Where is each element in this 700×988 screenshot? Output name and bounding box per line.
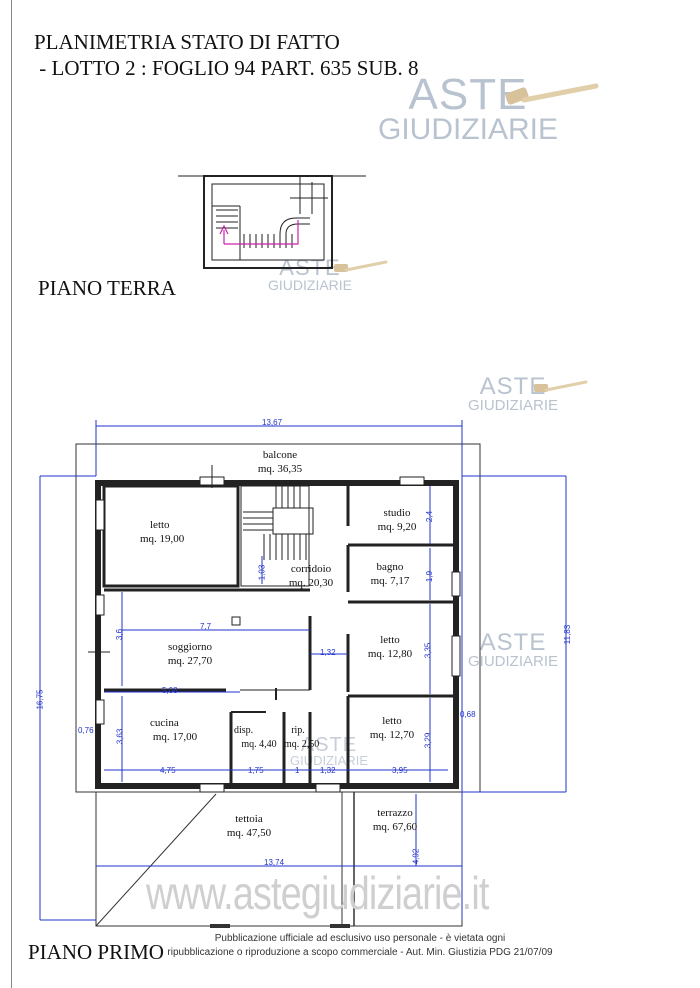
aste-watermark-mid: ASTE GIUDIZIARIE: [468, 373, 559, 414]
dim-studio-depth: 2,4: [425, 510, 435, 523]
room-letto-2: letto mq. 12,80: [367, 634, 413, 660]
room-tettoia: tettoia mq. 47,50: [226, 813, 272, 839]
dim-letto3-width: 3,95: [392, 766, 408, 775]
room-bagno: bagno mq. 7,17: [370, 561, 410, 587]
page-border: [11, 0, 12, 988]
room-terrazzo: terrazzo mq. 67,60: [372, 807, 418, 833]
room-studio: studio mq. 9,20: [377, 507, 417, 533]
gavel-icon: [534, 380, 588, 392]
dim-letto3-depth: 3,29: [423, 732, 433, 749]
aste-watermark-top: ASTE GIUDIZIARIE: [378, 70, 559, 146]
dim-soggiorno-width: 7,7: [200, 622, 212, 631]
first-floor-label: PIANO PRIMO: [28, 940, 164, 964]
room-soggiorno: soggiorno mq. 27,70: [167, 641, 213, 667]
plan-title-line1: PLANIMETRIA STATO DI FATTO: [34, 30, 340, 54]
dim-rip-width: 1: [295, 766, 300, 775]
room-disp: disp. mq. 4,40: [234, 725, 277, 750]
dim-terrazzo-depth: 4,92: [411, 848, 421, 865]
dim-letto2-depth: 3,35: [423, 642, 433, 659]
dim-top-width: 13,67: [262, 418, 283, 427]
dim-right-offset: 0,68: [460, 710, 476, 719]
ground-floor-label: PIANO TERRA: [38, 276, 176, 300]
room-balcone: balcone mq. 36,35: [257, 449, 303, 475]
dim-disp-width: 1,75: [248, 766, 264, 775]
dim-corridor-depth: 1,03: [257, 564, 267, 581]
dim-cucina-top: 5,08: [162, 686, 178, 695]
room-letto-1: letto mq. 19,00: [140, 519, 185, 545]
dim-gap-width: 1,32: [320, 766, 336, 775]
room-rip: rip. mq. 2,50: [284, 725, 320, 750]
dim-bottom-width: 13,74: [264, 858, 285, 867]
dim-left-offset: 0,76: [78, 726, 94, 735]
plan-title-line2: - LOTTO 2 : FOGLIO 94 PART. 635 SUB. 8: [34, 56, 419, 80]
dim-bagno-depth: 1,9: [425, 570, 435, 583]
gavel-icon: [505, 83, 599, 105]
legal-notice: Pubblicazione ufficiale ad esclusivo uso…: [167, 933, 553, 958]
gavel-icon: [334, 260, 388, 272]
room-letto-3: letto mq. 12,70: [369, 715, 415, 741]
dim-corridor-width: 1,32: [320, 648, 336, 657]
dim-soggiorno-depth: 3,6: [115, 628, 125, 641]
aste-watermark-right: ASTE GIUDIZIARIE: [468, 629, 559, 670]
dim-cucina-width: 4,75: [160, 766, 176, 775]
dim-cucina-depth: 3,63: [115, 728, 125, 745]
site-watermark: www.astegiudiziarie.it: [146, 867, 489, 919]
ground-floor-plan: [178, 175, 366, 269]
dim-right-height: 11,83: [563, 624, 573, 645]
dim-left-height: 16,75: [35, 689, 45, 710]
room-corridoio: corridoio mq. 20,30: [288, 563, 334, 589]
room-cucina: cucina mq. 17,00: [150, 717, 198, 743]
